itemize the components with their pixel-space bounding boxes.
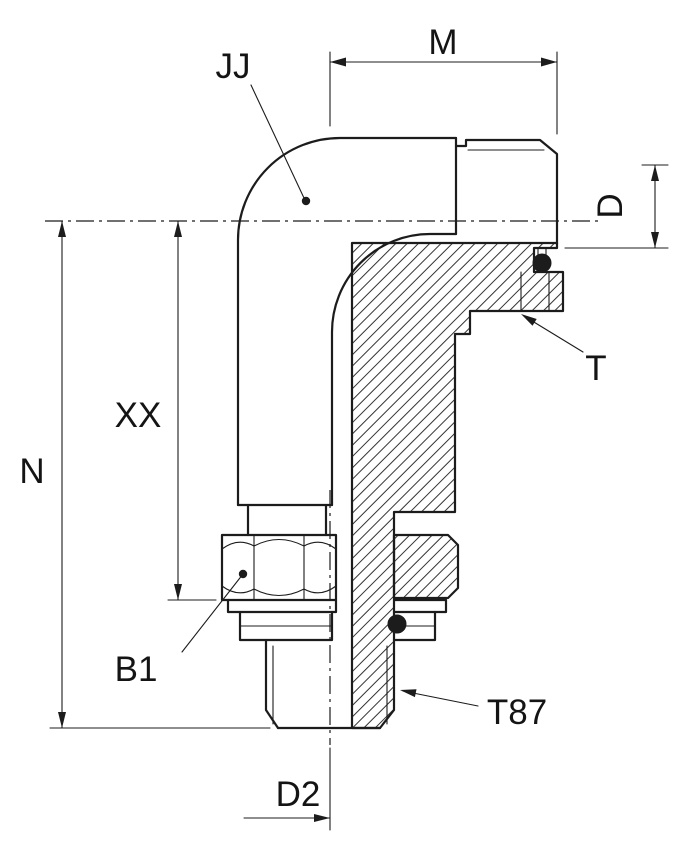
b1-leader-line <box>181 573 244 653</box>
dim-n-arrow-bottom <box>58 712 66 728</box>
dimension-label-t: T <box>585 349 606 388</box>
dimension-m: M <box>329 23 558 135</box>
dim-m-extension-lines <box>329 51 558 135</box>
dim-n-arrow-top <box>58 221 66 237</box>
bottom-assembly-right <box>387 598 448 642</box>
top-port-hex-facets <box>520 271 550 312</box>
b1-hex-nut <box>220 533 338 602</box>
locknut-section <box>392 533 460 600</box>
tube-outer-contour <box>236 136 458 507</box>
callout-t87: T87 <box>400 689 547 732</box>
body-neck <box>236 503 334 537</box>
dimension-label-xx: XX <box>115 396 162 435</box>
centerlines <box>45 220 600 745</box>
bottom-oring <box>387 614 407 634</box>
jj-leader-line <box>250 84 305 199</box>
dim-d-arrow-top <box>651 165 659 181</box>
stem-outer-left <box>264 638 280 730</box>
body-section <box>350 241 565 730</box>
dimension-xx: XX <box>115 220 217 601</box>
b1-reference-dot <box>238 569 248 579</box>
dimension-label-n: N <box>19 452 44 491</box>
bottom-stem <box>264 638 388 730</box>
callout-jj: JJ <box>216 47 311 206</box>
stem-thread-minor-lines <box>272 645 388 725</box>
washer-right <box>392 598 448 614</box>
callout-t: T <box>521 314 607 388</box>
washer-left <box>226 598 338 614</box>
dimension-label-jj: JJ <box>216 47 251 86</box>
dim-d-arrow-bottom <box>651 232 659 248</box>
jj-reference-dot <box>301 196 311 206</box>
dimension-label-t87: T87 <box>487 693 547 732</box>
tube-inner-contour <box>330 232 458 507</box>
dim-xx-arrow-bottom <box>174 584 182 600</box>
dimension-label-b1: B1 <box>115 650 158 689</box>
section-hatching <box>350 241 565 730</box>
dimension-d: D <box>564 164 669 249</box>
dimension-d2: D2 <box>243 747 331 831</box>
t87-leader-arrow <box>400 689 417 698</box>
top-port <box>454 138 559 312</box>
dim-xx-arrow-top <box>174 221 182 237</box>
top-port-thread-profile <box>454 138 559 246</box>
dim-m-arrow-left <box>330 57 346 67</box>
dimension-n: N <box>19 220 271 729</box>
dim-m-arrow-right <box>541 57 557 67</box>
t-leader-arrow <box>521 314 537 326</box>
top-port-oring <box>532 253 552 273</box>
callout-b1: B1 <box>115 569 248 689</box>
dimension-label-m: M <box>428 23 457 62</box>
dimension-label-d2: D2 <box>276 775 321 814</box>
b1-hex-facets <box>253 534 305 601</box>
b1-hex-chamfer-arcs <box>221 538 337 597</box>
dimension-label-d: D <box>591 193 630 218</box>
bottom-assembly-left <box>220 503 338 642</box>
dim-d2-arrow <box>314 814 330 822</box>
elbow-tube-outline <box>236 136 458 507</box>
